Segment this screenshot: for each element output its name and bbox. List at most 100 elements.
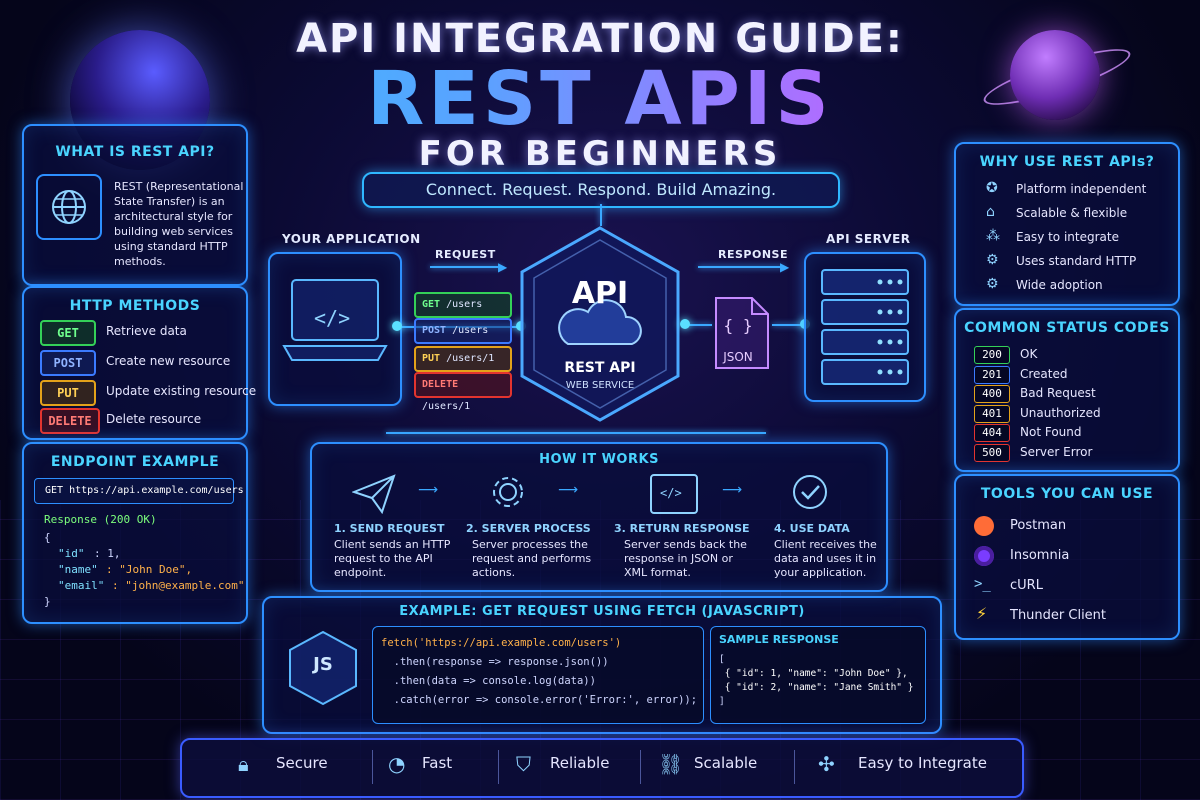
sample-line: ] [719, 696, 725, 707]
api-sub1: REST API [564, 360, 636, 376]
json-label: JSON [723, 350, 753, 364]
title-top: API INTEGRATION GUIDE: [296, 16, 904, 62]
tagline-connector [600, 204, 602, 226]
method-desc: Delete resource [106, 412, 202, 426]
method-delete: DELETE [40, 408, 100, 434]
status-code-badge: 404 [974, 424, 1010, 442]
arrow-right-icon: ⟶ [558, 482, 579, 498]
endpoint-value: : "john@example.com" [112, 579, 245, 592]
api-hexagon [520, 226, 680, 422]
request-method: PUT [422, 353, 441, 364]
status-code-badge: 201 [974, 365, 1010, 384]
code-window-glyph: </> [660, 486, 682, 500]
response-label: RESPONSE [718, 248, 788, 261]
connector-right [772, 324, 804, 326]
what-is-panel: WHAT IS REST API? REST (Representational… [22, 124, 248, 286]
method-desc: Create new resource [106, 354, 231, 368]
endpoint-key: "id" [58, 547, 85, 560]
features-bar: 🔒︎ Secure ◔ Fast ⛉ Reliable ⛓ Scalable ✣… [180, 738, 1024, 798]
sample-line: [ [719, 654, 725, 665]
what-is-line: architectural style for [114, 210, 233, 223]
connector-node [680, 319, 690, 329]
feature-item: Secure [276, 754, 328, 772]
why-use-title: WHY USE REST APIs? [979, 154, 1155, 170]
what-is-title: WHAT IS REST API? [55, 144, 215, 160]
status-code-badge: 500 [974, 443, 1010, 462]
tools-title: TOOLS YOU CAN USE [980, 486, 1154, 502]
request-pill-put: PUT /users/1 [414, 346, 512, 372]
network-icon: ⁂ [986, 228, 1000, 244]
lock-icon: 🔒︎ [238, 752, 249, 776]
tool-item: cURL [1010, 578, 1043, 593]
code-window-icon: </> [650, 474, 698, 514]
endpoint-value: : 1, [94, 547, 121, 560]
scale-icon: ⌂ [986, 204, 995, 220]
step-text: Client sends an HTTP request to the API … [334, 538, 451, 579]
app-panel: </> [268, 252, 402, 406]
cog-icon: ⚙ [986, 276, 999, 292]
tool-item: Thunder Client [1010, 608, 1107, 623]
js-hexagon [289, 630, 357, 706]
tagline: Connect. Request. Respond. Build Amazing… [362, 172, 840, 208]
api-title: API [571, 276, 629, 311]
request-label: REQUEST [435, 248, 496, 261]
code-block: fetch('https://api.example.com/users') .… [372, 626, 704, 724]
lightning-icon: ⚡ [976, 604, 988, 623]
endpoint-response-label: Response (200 OK) [44, 513, 157, 526]
tool-item: Insomnia [1010, 548, 1070, 563]
endpoint-value-text: "john@example.com" [125, 579, 245, 592]
request-pill-get: GET /users [414, 292, 512, 318]
fetch-example-title: EXAMPLE: GET REQUEST USING FETCH (JAVASC… [399, 604, 805, 619]
endpoint-request-box: GET https://api.example.com/users [34, 478, 244, 504]
step-title: 2. SERVER PROCESS [466, 522, 591, 535]
tools-panel: TOOLS YOU CAN USE Postman Insomnia >_ cU… [954, 474, 1180, 640]
connector-right [684, 324, 712, 326]
endpoint-brace-open: { [44, 531, 51, 544]
http-methods-title: HTTP METHODS [69, 298, 201, 314]
method-get: GET [40, 320, 96, 346]
status-code-label: Unauthorized [1020, 405, 1101, 420]
endpoint-value-text: 1, [107, 547, 121, 560]
paper-plane-icon [352, 474, 396, 514]
status-code-badge: 401 [974, 404, 1010, 423]
request-method: DELETE [422, 379, 459, 390]
what-is-line: building web services [114, 225, 233, 238]
status-code-label: Server Error [1020, 444, 1093, 459]
feature-item: Scalable [694, 754, 758, 772]
endpoint-request: GET https://api.example.com/users [45, 485, 244, 496]
postman-icon [974, 516, 994, 536]
endpoint-title: ENDPOINT EXAMPLE [50, 454, 220, 470]
divider [372, 750, 373, 784]
json-file-icon [715, 297, 769, 369]
check-circle-icon [793, 475, 827, 509]
code-icon: </> [314, 306, 351, 330]
endpoint-brace-close: } [44, 595, 51, 608]
server-rack-icon [821, 269, 909, 385]
step-title: 3. RETURN RESPONSE [614, 522, 750, 535]
what-is-line: REST (Representational [114, 180, 244, 193]
connector-node [392, 321, 402, 331]
status-code-label: OK [1020, 347, 1038, 361]
why-use-item: Scalable & flexible [1016, 206, 1128, 220]
sample-response-block: SAMPLE RESPONSE [ { "id": 1, "name": "Jo… [710, 626, 926, 724]
speedometer-icon: ◔ [388, 752, 406, 776]
request-path: /users/1 [422, 401, 471, 412]
divider [640, 750, 641, 784]
why-use-item: Wide adoption [1016, 278, 1103, 292]
step-text: Client receives the data and uses it in … [774, 538, 877, 579]
why-use-panel: WHY USE REST APIs? ✪ Platform independen… [954, 142, 1180, 306]
request-path: /users [452, 325, 489, 336]
code-line: .catch(error => console.error('Error:', … [381, 694, 698, 706]
globe-icon [36, 174, 102, 240]
what-is-line: methods. [114, 255, 166, 268]
status-code-badge: 200 [974, 346, 1010, 364]
gear-icon [493, 477, 523, 507]
step-text: Server sends back the response in JSON o… [624, 538, 747, 579]
divider [498, 750, 499, 784]
terminal-icon: >_ [974, 576, 991, 592]
request-arrow [430, 266, 502, 268]
title-main: REST APIS [0, 56, 1200, 142]
request-pill-delete: DELETE /users/1 [414, 372, 512, 412]
